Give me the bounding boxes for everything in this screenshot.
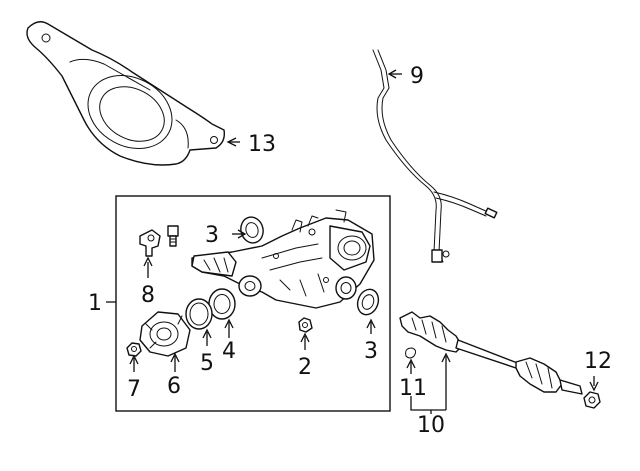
circlip-11-part	[405, 347, 417, 359]
differential-housing-part	[191, 209, 375, 309]
callout-1: 1	[88, 291, 102, 316]
seal-4-part	[208, 288, 236, 320]
seal-right-part	[356, 288, 380, 316]
bolt-part	[167, 225, 179, 247]
callout-10: 10	[417, 413, 445, 438]
flange-6-part	[139, 311, 191, 357]
nut-7-part	[126, 342, 142, 357]
callout-2: 2	[298, 355, 312, 380]
callout-5: 5	[200, 351, 214, 376]
vent-hose-part	[372, 49, 498, 263]
leader-lines	[106, 69, 599, 414]
callout-9: 9	[410, 64, 424, 89]
assembly-group-box	[115, 195, 391, 412]
nut-12-part	[583, 391, 601, 409]
callout-8: 8	[141, 283, 155, 308]
callout-13: 13	[248, 132, 276, 157]
axle-shaft-part	[399, 311, 583, 395]
callout-3-right: 3	[364, 339, 378, 364]
callout-11: 11	[399, 376, 427, 401]
seal-top-part	[240, 216, 264, 244]
heat-shield-part	[26, 21, 226, 166]
callout-12: 12	[584, 349, 612, 374]
oring-5-part	[185, 298, 213, 330]
callout-4: 4	[222, 339, 236, 364]
callout-7: 7	[127, 377, 141, 402]
callout-6: 6	[167, 374, 181, 399]
drain-plug-part	[298, 317, 313, 333]
speed-sensor-part	[139, 229, 161, 257]
callout-3-top: 3	[205, 223, 219, 248]
